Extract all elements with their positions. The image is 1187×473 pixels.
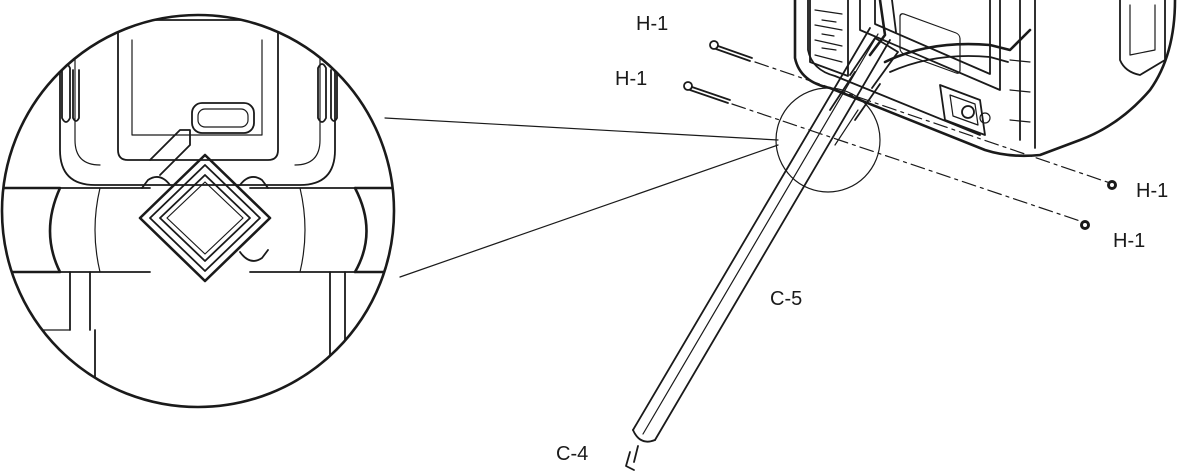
nut-lower: [1080, 220, 1090, 230]
bolt-lower: [683, 81, 731, 104]
label-h1-right-lower: H-1: [1113, 230, 1145, 252]
machine-housing: [793, 0, 1177, 158]
bolt-upper: [709, 40, 753, 62]
detail-target-circle: [775, 87, 881, 193]
nut-upper: [1107, 180, 1117, 190]
detail-magnifier: [0, 13, 396, 409]
label-h1-second: H-1: [615, 68, 647, 90]
assembly-axis-lines: [731, 61, 1111, 223]
pole-c5: [625, 27, 899, 471]
label-h1-right-upper: H-1: [1136, 180, 1168, 202]
label-c5: C-5: [770, 288, 802, 310]
label-c4: C-4: [556, 443, 588, 465]
label-h1-top: H-1: [636, 13, 668, 35]
